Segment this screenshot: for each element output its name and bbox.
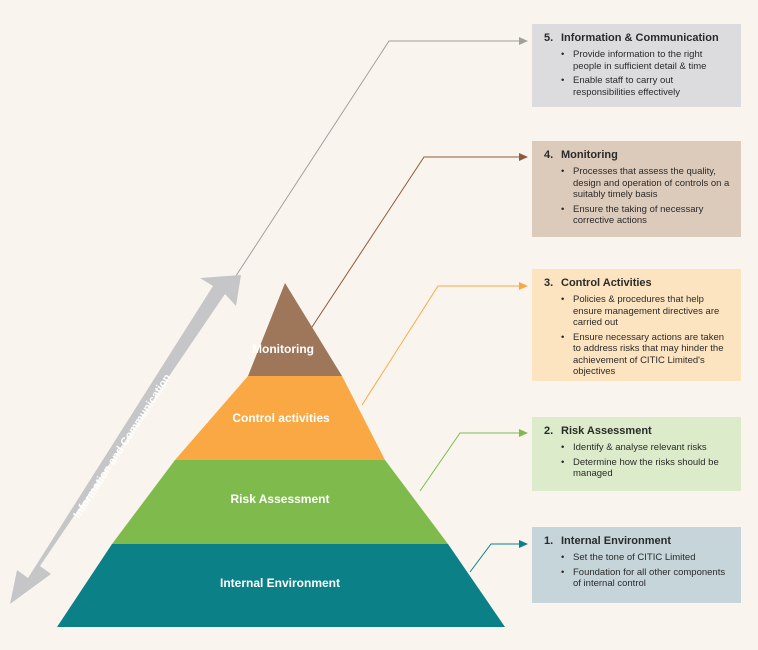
box-number: 4. [544,149,554,161]
box-bullets: Policies & procedures that help ensure m… [544,294,731,378]
bullet-item: Foundation for all other components of i… [561,567,731,590]
box-title-text: Monitoring [561,149,618,161]
box-number: 1. [544,535,554,547]
tier-label-internal-environment: Internal Environment [220,576,340,590]
connector-4 [309,153,528,331]
pyramid-tier-internal-environment [57,544,505,627]
box-information-communication: 5. Information & Communication Provide i… [532,24,741,107]
bullet-item: Provide information to the right people … [561,49,731,72]
box-control-activities: 3. Control Activities Policies & procedu… [532,269,741,381]
pyramid-tier-control-activities [175,376,385,460]
bullet-item: Set the tone of CITIC Limited [561,552,731,564]
bullet-item: Processes that assess the quality, desig… [561,166,731,201]
box-bullets: Set the tone of CITIC Limited Foundation… [544,552,731,590]
box-number: 3. [544,277,554,289]
bullet-item: Ensure the taking of necessary correctiv… [561,204,731,227]
box-bullets: Processes that assess the quality, desig… [544,166,731,227]
box-internal-environment: 1. Internal Environment Set the tone of … [532,527,741,603]
pyramid-tier-risk-assessment [112,460,448,544]
tier-label-monitoring: Monitoring [252,342,314,356]
connector-3 [361,282,528,406]
pyramid-tier-monitoring [248,283,342,376]
tier-label-control-activities: Control activities [232,411,330,425]
box-title: 1. Internal Environment [544,535,731,547]
connector-2 [419,429,528,492]
bullet-item: Ensure necessary actions are taken to ad… [561,332,731,378]
box-title: 4. Monitoring [544,149,731,161]
box-number: 2. [544,425,554,437]
box-title-text: Internal Environment [561,535,672,547]
tier-label-risk-assessment: Risk Assessment [231,492,330,506]
box-number: 5. [544,32,554,44]
bullet-item: Determine how the risks should be manage… [561,457,731,480]
connector-1 [469,540,528,573]
bullet-item: Policies & procedures that help ensure m… [561,294,731,329]
box-bullets: Provide information to the right people … [544,49,731,98]
box-title-text: Risk Assessment [561,425,652,437]
box-monitoring: 4. Monitoring Processes that assess the … [532,141,741,237]
box-title: 2. Risk Assessment [544,425,731,437]
box-title-text: Information & Communication [561,32,719,44]
box-bullets: Identify & analyse relevant risks Determ… [544,442,731,480]
box-title: 3. Control Activities [544,277,731,289]
box-title: 5. Information & Communication [544,32,731,44]
box-risk-assessment: 2. Risk Assessment Identify & analyse re… [532,417,741,491]
connector-5 [231,37,528,283]
bullet-item: Identify & analyse relevant risks [561,442,731,454]
box-title-text: Control Activities [561,277,652,289]
bullet-item: Enable staff to carry out responsibiliti… [561,75,731,98]
